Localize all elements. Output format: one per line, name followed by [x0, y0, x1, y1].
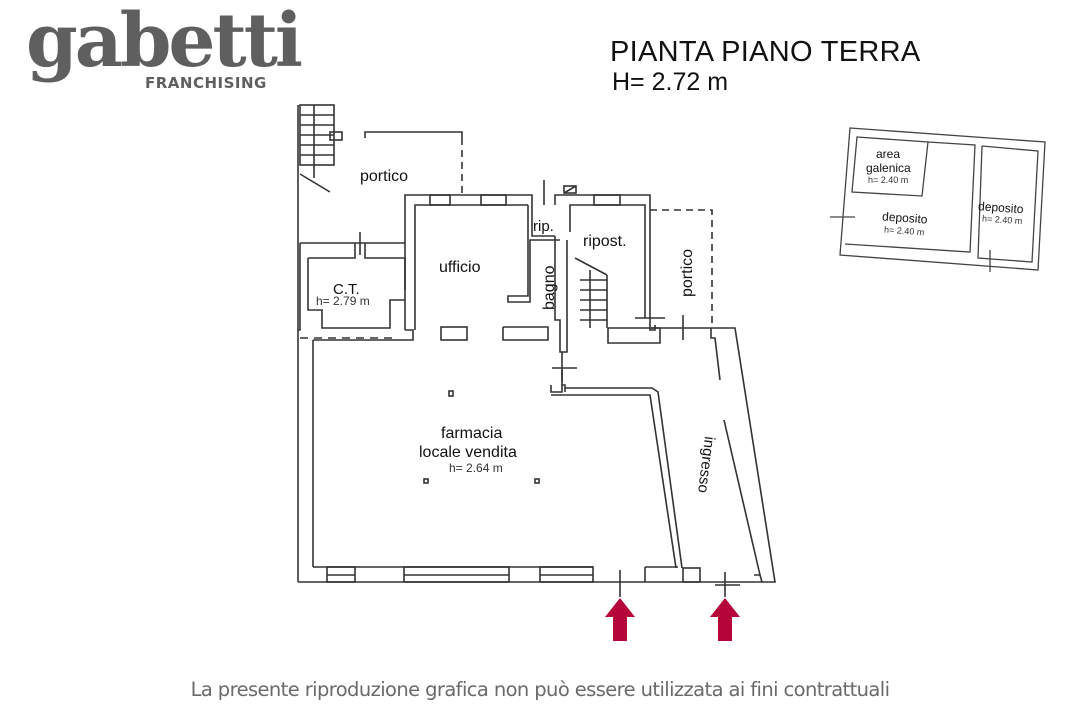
logo-tagline: FRANCHISING: [145, 74, 267, 92]
annex-plan: [830, 127, 1046, 272]
label-ripost: ripost.: [583, 233, 627, 250]
label-farmacia-height: h= 2.64 m: [449, 461, 503, 475]
label-area: area: [876, 147, 900, 161]
entrance-arrow-icon: [605, 598, 635, 641]
label-rip: rip.: [533, 218, 554, 235]
logo-wordmark: gabetti: [26, 0, 303, 84]
label-locale-vendita: locale vendita: [419, 444, 517, 461]
label-deposito-left-height: h= 2.40 m: [884, 225, 925, 238]
gabetti-logo: gabetti FRANCHISING: [26, 4, 303, 108]
label-ct: C.T.: [333, 281, 360, 298]
label-ingresso: ingresso: [694, 436, 718, 494]
label-bagno: bagno: [541, 265, 558, 310]
label-ct-height: h= 2.79 m: [316, 294, 370, 308]
label-deposito-left: deposito: [882, 209, 929, 226]
label-portico-right: portico: [679, 249, 696, 297]
label-deposito-right-height: h= 2.40 m: [982, 213, 1023, 226]
label-farmacia: farmacia: [441, 425, 502, 442]
plan-title: PIANTA PIANO TERRA: [610, 36, 921, 68]
label-ufficio: ufficio: [439, 259, 481, 276]
entrance-arrow-icon: [710, 598, 740, 641]
label-galenica: galenica: [866, 161, 911, 175]
label-galenica-height: h= 2.40 m: [868, 175, 908, 185]
disclaimer: La presente riproduzione grafica non può…: [190, 678, 890, 701]
label-deposito-right: deposito: [978, 199, 1025, 216]
plan-height: H= 2.72 m: [612, 68, 729, 96]
label-portico-top: portico: [360, 168, 408, 185]
